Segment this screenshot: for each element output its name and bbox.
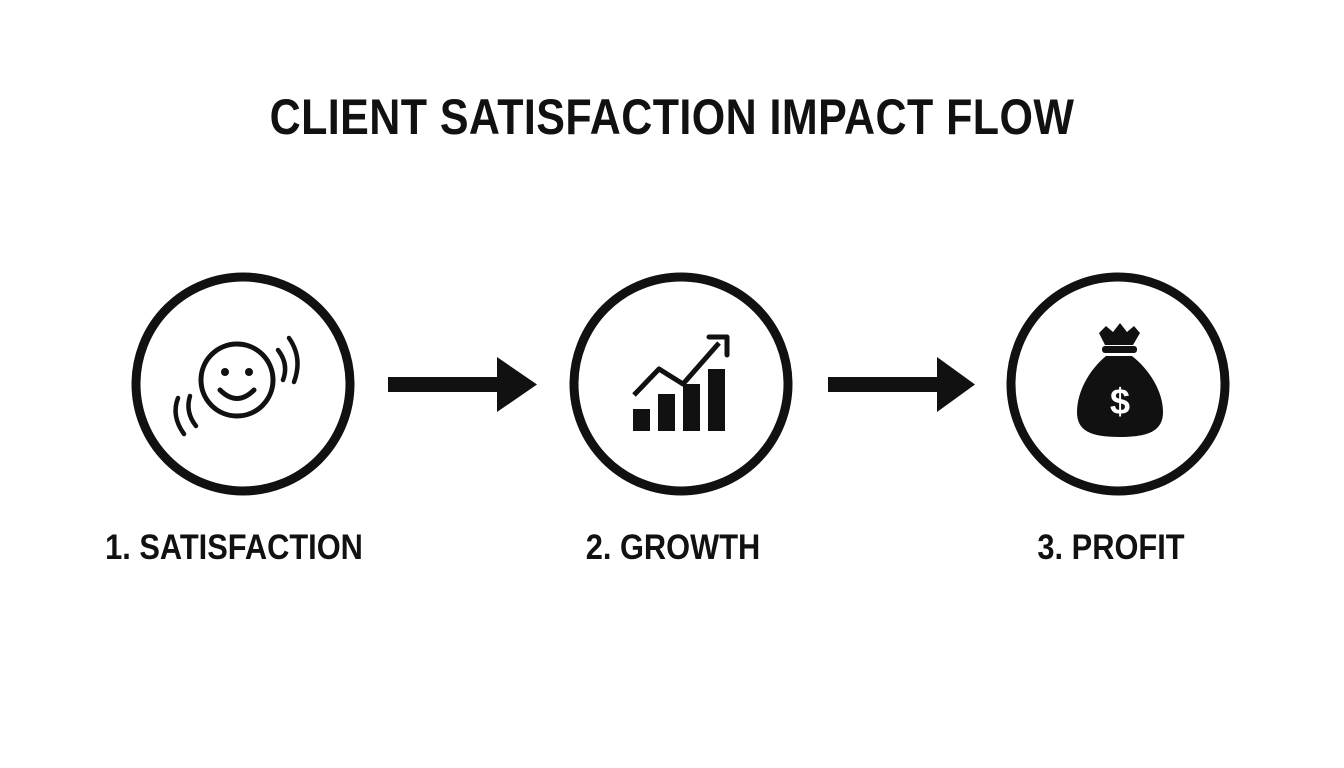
growth-chart-icon	[632, 334, 730, 431]
step-1-label: 1. SATISFACTION	[105, 528, 363, 567]
step-3-label: 3. PROFIT	[1037, 528, 1185, 567]
step-2-label: 2. GROWTH	[585, 528, 761, 567]
svg-text:$: $	[1110, 381, 1130, 422]
flow-arrow-2	[828, 357, 975, 412]
step-2-circle	[569, 272, 793, 496]
diagram-title: CLIENT SATISFACTION IMPACT FLOW	[269, 89, 1075, 145]
step-3-circle	[1006, 272, 1230, 496]
flow-arrow-1	[388, 357, 537, 412]
smiley-face-icon	[173, 335, 300, 437]
step-1-circle	[131, 272, 355, 496]
money-bag-icon: $	[1077, 323, 1163, 437]
